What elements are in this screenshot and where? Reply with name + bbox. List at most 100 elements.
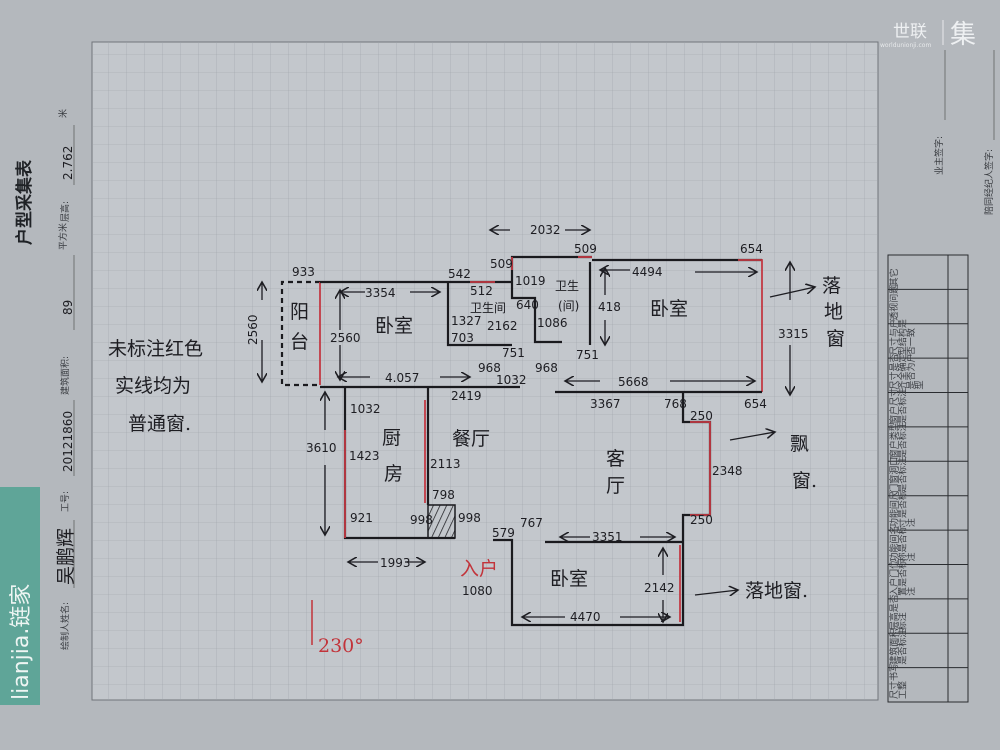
- room-bedroom-nw: 卧室: [375, 315, 413, 337]
- checklist-item-line: 标注: [897, 612, 909, 630]
- checklist-check-cell[interactable]: [949, 565, 967, 597]
- note-line-1: 未标注红色: [108, 338, 203, 360]
- checklist-item-line: 齐全确定: [897, 354, 909, 390]
- room-balcony-1: 阳: [290, 301, 309, 323]
- checklist-check-cell[interactable]: [949, 325, 967, 357]
- dim: 1086: [537, 316, 568, 330]
- checklist-item-line: 注: [905, 587, 917, 596]
- dim: 751: [576, 348, 599, 362]
- dim: 1032: [350, 402, 381, 416]
- checklist-item-line: 否一致: [905, 328, 917, 355]
- checklist-check-cell[interactable]: [949, 290, 967, 322]
- dim: 2560: [246, 314, 260, 345]
- grid: [92, 42, 878, 700]
- dim: 4.057: [385, 371, 419, 385]
- dim: 512: [470, 284, 493, 298]
- lianjia-logo-band: [0, 487, 40, 705]
- dim: 1993: [380, 556, 411, 570]
- dim: 751: [502, 346, 525, 360]
- checklist-check-cell[interactable]: [949, 531, 967, 563]
- area-value: 89: [61, 300, 75, 315]
- dim: 1327: [451, 314, 482, 328]
- checklist-item-line: 尺寸书写: [888, 663, 900, 699]
- checklist-check-cell[interactable]: [949, 428, 967, 460]
- checklist-item-line: 门窗洞口: [888, 457, 900, 493]
- owner-sign-label: 业主签字:: [933, 136, 945, 175]
- area-unit: 平方米: [57, 223, 69, 250]
- checklist-check-cell[interactable]: [949, 669, 967, 701]
- dim: 998: [458, 511, 481, 525]
- checklist-check-cell[interactable]: [949, 359, 967, 391]
- checklist-item-line: 其它: [888, 268, 900, 286]
- dimension-arrows: [262, 230, 815, 645]
- checklist-item-label: 层高是否标注: [888, 594, 909, 630]
- floor-window-ne-2: 地: [824, 301, 843, 323]
- checklist-item-line: 层高是否: [888, 594, 900, 630]
- area-label: 建筑面积:: [59, 356, 71, 395]
- height-unit: 米: [57, 109, 69, 118]
- height-value: 2.762: [61, 146, 75, 180]
- checklist-item-label: 功能间名称是否标注: [888, 525, 917, 561]
- checklist-item-line: 是否为户: [905, 354, 917, 390]
- hatched-shaft: [427, 504, 456, 539]
- checklist-item-line: 窗户类型: [888, 422, 900, 458]
- checklist-item-label: 尺寸是否齐全确定是否为户型: [888, 354, 926, 390]
- dim: 968: [535, 361, 558, 375]
- drawer-signature: 吴鹏辉: [55, 528, 77, 585]
- dim: 767: [520, 516, 543, 530]
- checklist-item-label: 其它: [888, 268, 900, 286]
- checklist-check-cell[interactable]: [949, 394, 967, 426]
- dim: 1032: [496, 373, 527, 387]
- room-living-1: 客: [606, 448, 625, 470]
- checklist-item-line: 建筑面积: [888, 629, 900, 665]
- checklist-item-label: 门窗洞口是否标注: [888, 457, 909, 493]
- dim: 703: [451, 331, 474, 345]
- lianjia-logo: lianjia.链家: [9, 584, 34, 700]
- dim: 933: [292, 265, 315, 279]
- checklist-check-cell[interactable]: [949, 634, 967, 666]
- checklist-item-line: 入户门位: [888, 560, 900, 596]
- balcony-outline: [280, 280, 320, 387]
- dim: 418: [598, 300, 621, 314]
- checklist-item-line: 置是否标: [897, 560, 909, 596]
- room-labels: 阳 台 卧室 卫生间 卫生 (间) 卧室 厨 房 餐厅 客 厅 卧室: [290, 279, 688, 590]
- dim: 250: [690, 409, 713, 423]
- checklist-item-line: 型结构是: [897, 319, 909, 355]
- bay-window-1: 飘: [790, 433, 809, 455]
- dim: 509: [490, 257, 513, 271]
- annotations: 落 地 窗 飘 窗. 落地窗. 入户 230°: [318, 275, 845, 657]
- dim: 998: [410, 513, 433, 527]
- checklist-item-line: 注: [905, 552, 917, 561]
- checklist-item-line: 尺寸是否: [888, 354, 900, 390]
- checklist-item-label: 尺寸书写工整: [888, 663, 909, 699]
- room-kitchen-2: 房: [384, 463, 403, 485]
- dim: 3351: [592, 530, 623, 544]
- room-bath-2b: (间): [558, 299, 579, 313]
- checklist-check-cell[interactable]: [949, 256, 967, 288]
- dimensions: 933 2560 3354 2560 4.057 542 512 1327 21…: [246, 223, 809, 624]
- room-balcony-2: 台: [290, 331, 309, 353]
- dim: 250: [690, 513, 713, 527]
- dim: 968: [478, 361, 501, 375]
- agent-sign-label: 陪同经纪人签字:: [983, 149, 995, 215]
- checklist-item-line: 注: [905, 518, 917, 527]
- checklist-item-label: 建筑面积是否标注: [888, 629, 909, 665]
- dim: 2162: [487, 319, 518, 333]
- checklist-item-line: 窗户尺寸: [888, 388, 900, 424]
- checklist-item-line: 是否标注: [897, 629, 909, 665]
- walls: [280, 255, 763, 627]
- bay-window: [690, 421, 711, 516]
- dim: 798: [432, 488, 455, 502]
- dim: 3354: [365, 286, 396, 300]
- checklist-check-cell[interactable]: [949, 497, 967, 529]
- dim: 2142: [644, 581, 675, 595]
- checklist-item-label: 入户门位置是否标注: [888, 560, 917, 596]
- checklist-check-cell[interactable]: [949, 462, 967, 494]
- checklist-check-cell[interactable]: [949, 600, 967, 632]
- dim: 654: [744, 397, 767, 411]
- dim: 3367: [590, 397, 621, 411]
- dim: 2348: [712, 464, 743, 478]
- floor-window-s: 落地窗.: [745, 580, 808, 602]
- checklist-item-line: 是否标注: [897, 422, 909, 458]
- dim: 1019: [515, 274, 546, 288]
